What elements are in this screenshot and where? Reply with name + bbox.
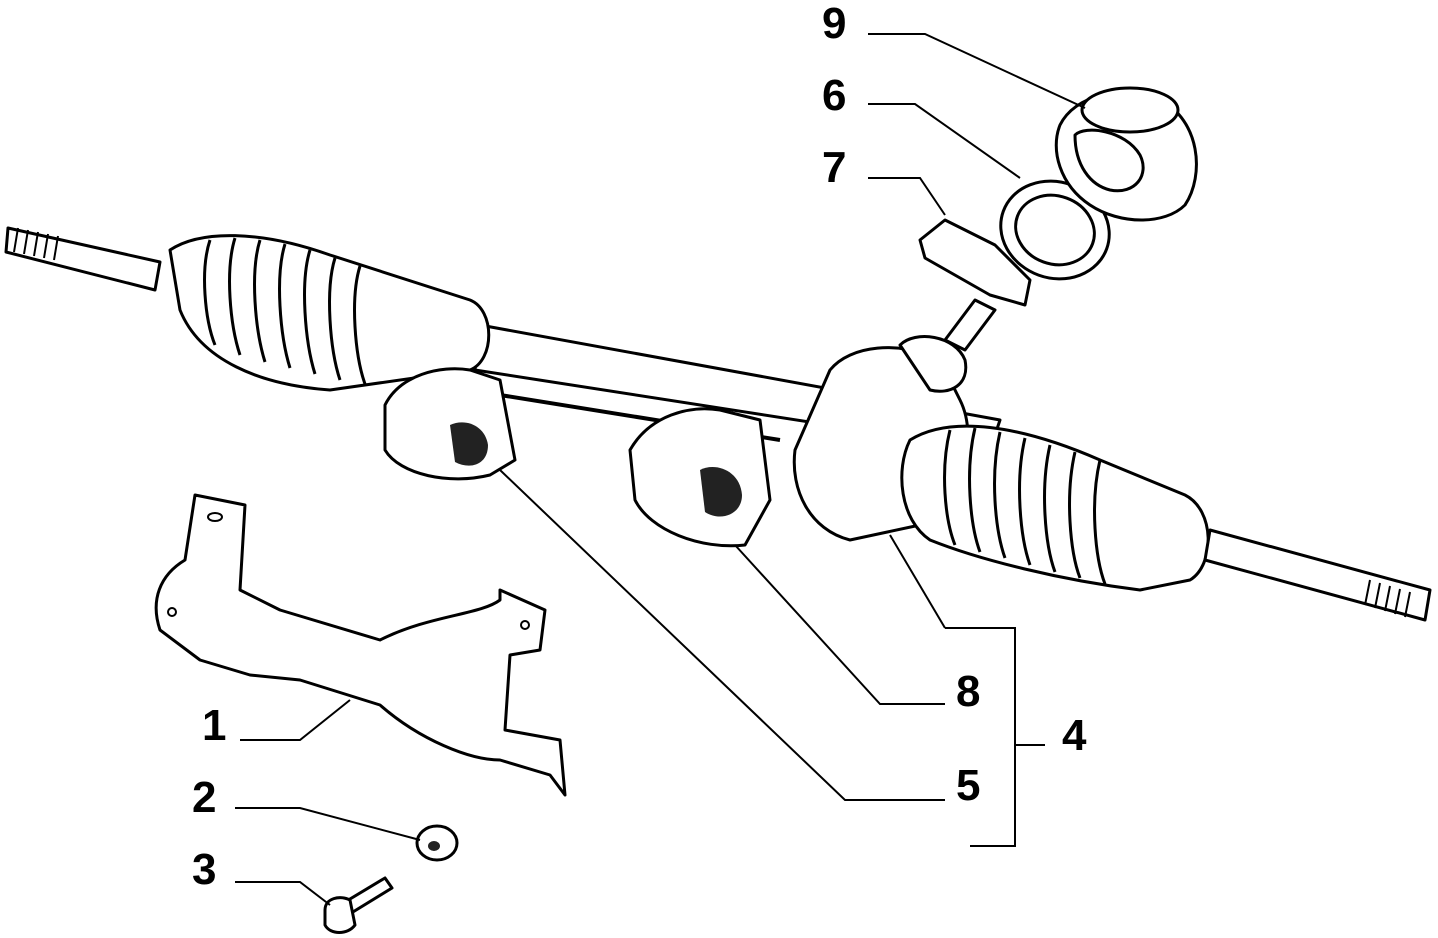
bolt <box>323 876 394 934</box>
washer <box>415 824 459 862</box>
callout-6: 6 <box>822 71 847 120</box>
callout-8: 8 <box>956 667 981 716</box>
rubber-bush-right <box>628 407 772 548</box>
seal-ring <box>999 179 1111 281</box>
callout-1: 1 <box>202 701 227 750</box>
rubber-bush-left <box>383 367 517 481</box>
leader-lines <box>235 33 1086 906</box>
callout-4: 4 <box>1062 711 1087 760</box>
callout-2: 2 <box>192 773 217 822</box>
bracket <box>154 493 567 797</box>
callout-7: 7 <box>822 143 847 192</box>
callout-5: 5 <box>956 761 981 810</box>
dust-cover <box>1054 86 1198 222</box>
callout-9: 9 <box>822 0 847 48</box>
callout-3: 3 <box>192 845 217 894</box>
clip <box>918 218 1032 307</box>
steering-rack-assembly <box>4 226 1432 622</box>
